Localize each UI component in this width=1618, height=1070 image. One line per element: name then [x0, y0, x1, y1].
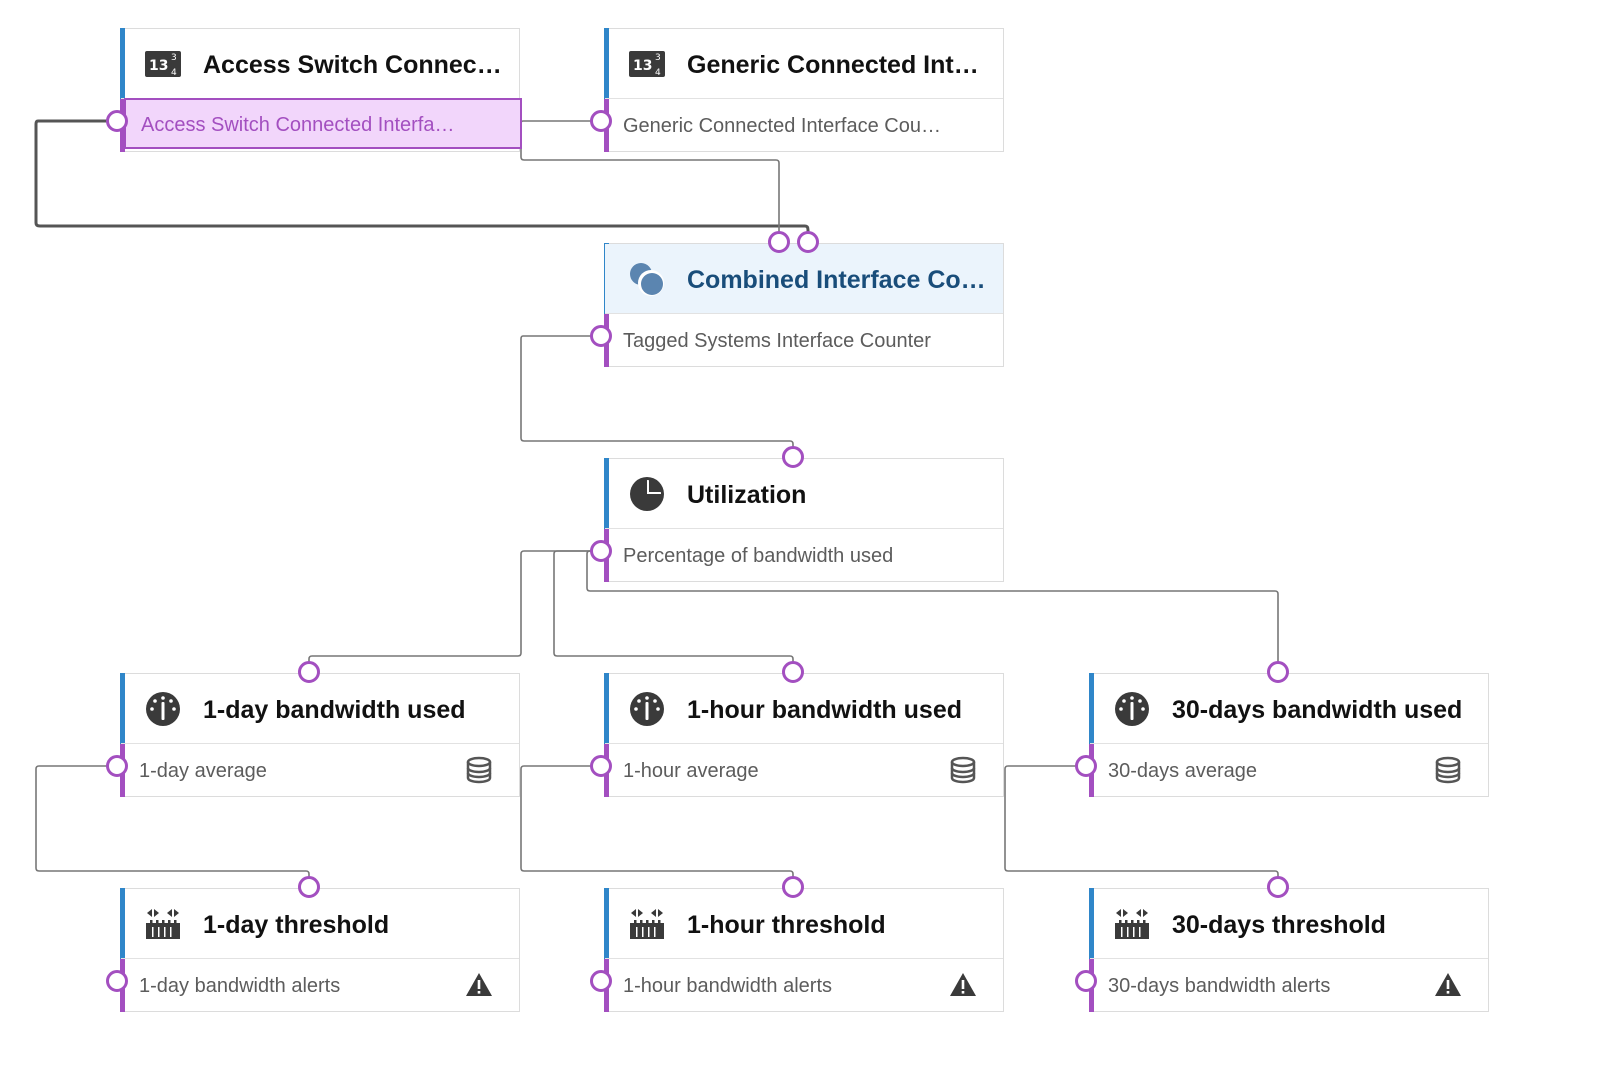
svg-text:13: 13 [149, 58, 168, 74]
input-port-utilization[interactable] [782, 446, 804, 468]
node-header[interactable]: 1-day bandwidth used [121, 674, 519, 744]
input-port-bw30d[interactable] [1267, 661, 1289, 683]
node-output-row[interactable]: 1-hour bandwidth alerts [605, 959, 1003, 1012]
wire-util-to-bw1d [308, 550, 601, 672]
node-title: Combined Interface Counter [687, 266, 992, 294]
node-30-days-bandwidth[interactable]: 30-days bandwidth used 30-days average [1089, 673, 1489, 797]
output-port-bw1d[interactable] [106, 755, 128, 777]
node-output-label: 30-days bandwidth alerts [1108, 975, 1331, 997]
node-access-switch-counter[interactable]: 13 3 4 Access Switch Connected Interface… [120, 28, 522, 152]
node-output-label: Access Switch Connected Interface Counte… [141, 114, 461, 136]
node-1-hour-threshold[interactable]: 1-hour threshold 1-hour bandwidth alerts [604, 888, 1004, 1012]
pie-chart-icon [630, 477, 664, 511]
node-title: 1-hour bandwidth used [687, 696, 962, 724]
node-header[interactable]: 1-hour threshold [605, 889, 1003, 959]
input-port-bw1d[interactable] [298, 661, 320, 683]
output-port-generic[interactable] [590, 110, 612, 132]
warning-icon[interactable] [465, 971, 493, 999]
svg-text:4: 4 [171, 68, 177, 78]
svg-text:3: 3 [171, 53, 177, 63]
svg-text:13: 13 [633, 58, 652, 74]
node-1-day-threshold[interactable]: 1-day threshold 1-day bandwidth alerts [120, 888, 520, 1012]
node-title: 1-day threshold [203, 911, 390, 939]
node-title: 30-days bandwidth used [1172, 696, 1463, 724]
node-utilization[interactable]: Utilization Percentage of bandwidth used [604, 458, 1004, 582]
node-header[interactable]: 13 3 4 Access Switch Connected Interface… [121, 29, 519, 99]
database-icon[interactable] [1434, 756, 1462, 784]
node-output-row[interactable]: 1-hour average [605, 744, 1003, 797]
gauge-icon [630, 692, 664, 726]
node-title: Utilization [687, 481, 807, 509]
output-port-access[interactable] [106, 110, 128, 132]
output-port-th1d[interactable] [106, 970, 128, 992]
input-port-th30d[interactable] [1267, 876, 1289, 898]
input-port-combined-a[interactable] [768, 231, 790, 253]
output-port-utilization[interactable] [590, 540, 612, 562]
node-output-row[interactable]: Percentage of bandwidth used [605, 529, 1003, 582]
input-port-th1h[interactable] [782, 876, 804, 898]
node-combined-counter[interactable]: Combined Interface Counter Tagged System… [604, 243, 1004, 367]
node-header[interactable]: 30-days threshold [1090, 889, 1488, 959]
svg-text:4: 4 [655, 68, 661, 78]
node-output-label: 1-day bandwidth alerts [139, 975, 341, 997]
node-1-hour-bandwidth[interactable]: 1-hour bandwidth used 1-hour average [604, 673, 1004, 797]
node-output-label: Percentage of bandwidth used [623, 545, 894, 567]
number-grid-icon: 13 3 4 [629, 51, 665, 78]
union-circles-icon [630, 263, 664, 296]
node-30-days-threshold[interactable]: 30-days threshold 30-days bandwidth aler… [1089, 888, 1489, 1012]
output-port-combined[interactable] [590, 325, 612, 347]
node-output-row[interactable]: 30-days bandwidth alerts [1090, 959, 1488, 1012]
node-output-row[interactable]: 1-day average [121, 744, 519, 797]
node-output-row[interactable]: Generic Connected Interface Counter [605, 99, 1003, 152]
node-title: 1-hour threshold [687, 911, 886, 939]
threshold-icon [630, 909, 664, 939]
node-1-day-bandwidth[interactable]: 1-day bandwidth used 1-day average [120, 673, 520, 797]
output-port-bw1h[interactable] [590, 755, 612, 777]
number-grid-icon: 13 3 4 [145, 51, 181, 78]
output-port-th1h[interactable] [590, 970, 612, 992]
node-output-row[interactable]: Access Switch Connected Interface Counte… [124, 98, 522, 149]
output-port-bw30d[interactable] [1075, 755, 1097, 777]
input-port-combined-b[interactable] [797, 231, 819, 253]
gauge-icon [1115, 692, 1149, 726]
node-output-label: 1-day average [139, 760, 267, 782]
node-output-label: 1-hour average [623, 760, 759, 782]
node-title: Access Switch Connected Interface Counte… [203, 51, 508, 79]
input-port-bw1h[interactable] [782, 661, 804, 683]
node-title: Generic Connected Interface Counter [687, 51, 992, 79]
node-title: 1-day bandwidth used [203, 696, 466, 724]
node-title: 30-days threshold [1172, 911, 1386, 939]
node-header[interactable]: 13 3 4 Generic Connected Interface Count… [605, 29, 1003, 99]
input-port-th1d[interactable] [298, 876, 320, 898]
threshold-icon [1115, 909, 1149, 939]
warning-icon[interactable] [1434, 971, 1462, 999]
warning-icon[interactable] [949, 971, 977, 999]
node-header[interactable]: Combined Interface Counter [605, 244, 1003, 314]
database-icon[interactable] [949, 756, 977, 784]
node-header[interactable]: 1-hour bandwidth used [605, 674, 1003, 744]
node-generic-counter[interactable]: 13 3 4 Generic Connected Interface Count… [604, 28, 1004, 152]
node-header[interactable]: Utilization [605, 459, 1003, 529]
node-output-row[interactable]: 1-day bandwidth alerts [121, 959, 519, 1012]
node-output-label: Tagged Systems Interface Counter [623, 330, 931, 352]
node-output-row[interactable]: Tagged Systems Interface Counter [605, 314, 1003, 367]
node-output-row[interactable]: 30-days average [1090, 744, 1488, 797]
node-output-label: 30-days average [1108, 760, 1257, 782]
output-port-th30d[interactable] [1075, 970, 1097, 992]
node-header[interactable]: 30-days bandwidth used [1090, 674, 1488, 744]
svg-text:3: 3 [655, 53, 661, 63]
threshold-icon [146, 909, 180, 939]
node-header[interactable]: 1-day threshold [121, 889, 519, 959]
database-icon[interactable] [465, 756, 493, 784]
gauge-icon [146, 692, 180, 726]
node-output-label: 1-hour bandwidth alerts [623, 975, 833, 997]
node-output-label: Generic Connected Interface Counter [623, 115, 943, 137]
